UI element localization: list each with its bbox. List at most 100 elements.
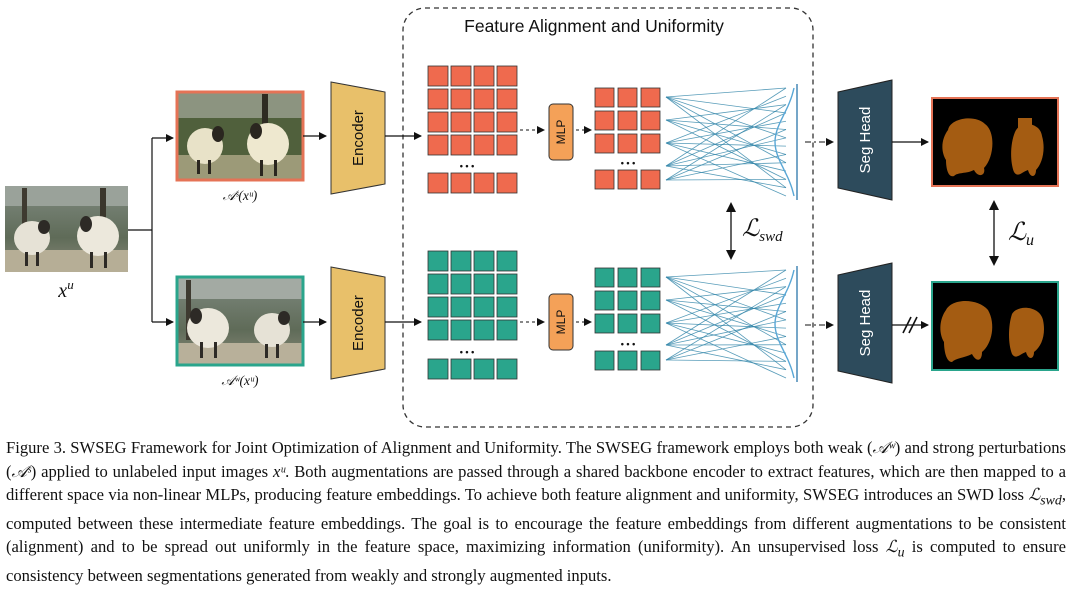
projection-line bbox=[665, 276, 787, 321]
distribution-curve bbox=[774, 269, 795, 379]
input-label: xu bbox=[57, 277, 74, 302]
projection-line bbox=[665, 286, 787, 301]
projection-line bbox=[665, 137, 787, 167]
projection-line bbox=[665, 129, 787, 181]
projection-line bbox=[665, 96, 787, 139]
feature-cell bbox=[450, 319, 472, 341]
feature-cell bbox=[496, 88, 518, 110]
projection-line bbox=[665, 277, 787, 324]
prediction-strong bbox=[931, 97, 1059, 187]
arrows-to-seg-head bbox=[805, 138, 834, 329]
weak-aug-image bbox=[175, 275, 305, 367]
embedding-cell bbox=[640, 110, 661, 131]
mlp-strong: MLP bbox=[548, 103, 574, 161]
feature-cell bbox=[496, 319, 518, 341]
feature-cell bbox=[427, 273, 449, 295]
svg-text:Encoder: Encoder bbox=[350, 295, 367, 351]
projection-line bbox=[665, 142, 787, 197]
feature-cell bbox=[473, 358, 495, 380]
embedding-cell bbox=[617, 267, 638, 288]
feature-cell bbox=[427, 296, 449, 318]
projection-line bbox=[665, 95, 787, 144]
projection-line bbox=[665, 299, 787, 362]
projection-line bbox=[665, 311, 787, 361]
feature-cell bbox=[450, 358, 472, 380]
feature-cell bbox=[450, 65, 472, 87]
embedding-cell bbox=[640, 133, 661, 154]
feature-cell bbox=[496, 172, 518, 194]
projection-line bbox=[665, 165, 787, 189]
embedding-cell bbox=[617, 110, 638, 131]
input-image bbox=[5, 186, 128, 272]
encoder-features-strong bbox=[427, 65, 518, 194]
projection-line bbox=[665, 154, 787, 181]
encoder-features-weak bbox=[427, 250, 518, 380]
stop-gradient-mark bbox=[902, 316, 918, 334]
embedding-cell bbox=[640, 169, 661, 190]
projection-line bbox=[665, 359, 787, 362]
arrows-to-mlp bbox=[520, 126, 592, 326]
feature-cell bbox=[473, 172, 495, 194]
embedding-cell bbox=[594, 267, 615, 288]
projection-line bbox=[665, 112, 787, 167]
projection-line bbox=[665, 286, 787, 361]
projection-line bbox=[665, 119, 787, 180]
feature-cell bbox=[496, 65, 518, 87]
strong-aug-image bbox=[175, 90, 305, 182]
embedding-cell bbox=[617, 313, 638, 334]
feature-cell bbox=[450, 273, 472, 295]
feature-cell bbox=[496, 358, 518, 380]
seg-head-strong: Seg Head bbox=[837, 79, 893, 201]
strong-aug-label: 𝒜ˢ(xᵘ) bbox=[223, 188, 258, 203]
embedding-cell bbox=[594, 350, 615, 371]
projection-line bbox=[665, 87, 787, 167]
swd-loss-arrow bbox=[726, 202, 736, 260]
region-title: Feature Alignment and Uniformity bbox=[464, 16, 724, 36]
feature-cell bbox=[473, 134, 495, 156]
projection-line bbox=[665, 276, 787, 296]
feature-cell bbox=[427, 111, 449, 133]
projection-line bbox=[665, 276, 787, 346]
figure-number: Figure 3. bbox=[6, 438, 67, 457]
projection-line bbox=[665, 336, 787, 361]
ellipsis-features-strong: • • • bbox=[460, 161, 474, 171]
encoder-weak: Encoder bbox=[330, 266, 386, 380]
u-loss-arrow bbox=[989, 200, 999, 266]
projection-line bbox=[665, 269, 787, 346]
feature-cell bbox=[473, 273, 495, 295]
seg-head-weak: Seg Head bbox=[837, 262, 893, 384]
u-loss-label: ℒu bbox=[1008, 219, 1034, 249]
weak-aug-label: 𝒜ʷ(xᵘ) bbox=[222, 373, 259, 388]
feature-cell bbox=[450, 134, 472, 156]
feature-cell bbox=[450, 88, 472, 110]
feature-cell bbox=[496, 250, 518, 272]
feature-cell bbox=[496, 273, 518, 295]
projection-line bbox=[665, 344, 787, 371]
svg-text:Seg Head: Seg Head bbox=[857, 290, 874, 357]
projection-line bbox=[665, 142, 787, 172]
embedding-cell bbox=[594, 313, 615, 334]
embedding-cell bbox=[617, 133, 638, 154]
swd-loss-label: ℒswd bbox=[742, 216, 783, 245]
embedding-cell bbox=[640, 87, 661, 108]
ellipsis-features-weak: • • • bbox=[460, 347, 474, 357]
feature-cell bbox=[473, 65, 495, 87]
caption-title: SWSEG Framework for Joint Optimization o… bbox=[70, 438, 562, 457]
projection-line bbox=[665, 87, 787, 98]
projection-line bbox=[665, 322, 787, 329]
swd-projections-weak bbox=[665, 269, 795, 379]
caption-body: The SWSEG framework employs both weak (𝒜… bbox=[6, 438, 1067, 586]
projection-line bbox=[665, 96, 787, 114]
feature-cell bbox=[473, 319, 495, 341]
feature-cell bbox=[427, 250, 449, 272]
projection-line bbox=[665, 322, 787, 354]
feature-cell bbox=[496, 134, 518, 156]
framework-diagram: Feature Alignment and Uniformity xu bbox=[5, 7, 1059, 428]
mlp-embeddings-strong bbox=[594, 87, 661, 190]
feature-cell bbox=[473, 250, 495, 272]
projection-line bbox=[665, 294, 787, 346]
distribution-curve bbox=[774, 87, 795, 197]
feature-cell bbox=[427, 65, 449, 87]
projection-line bbox=[665, 96, 787, 164]
embedding-cell bbox=[594, 110, 615, 131]
